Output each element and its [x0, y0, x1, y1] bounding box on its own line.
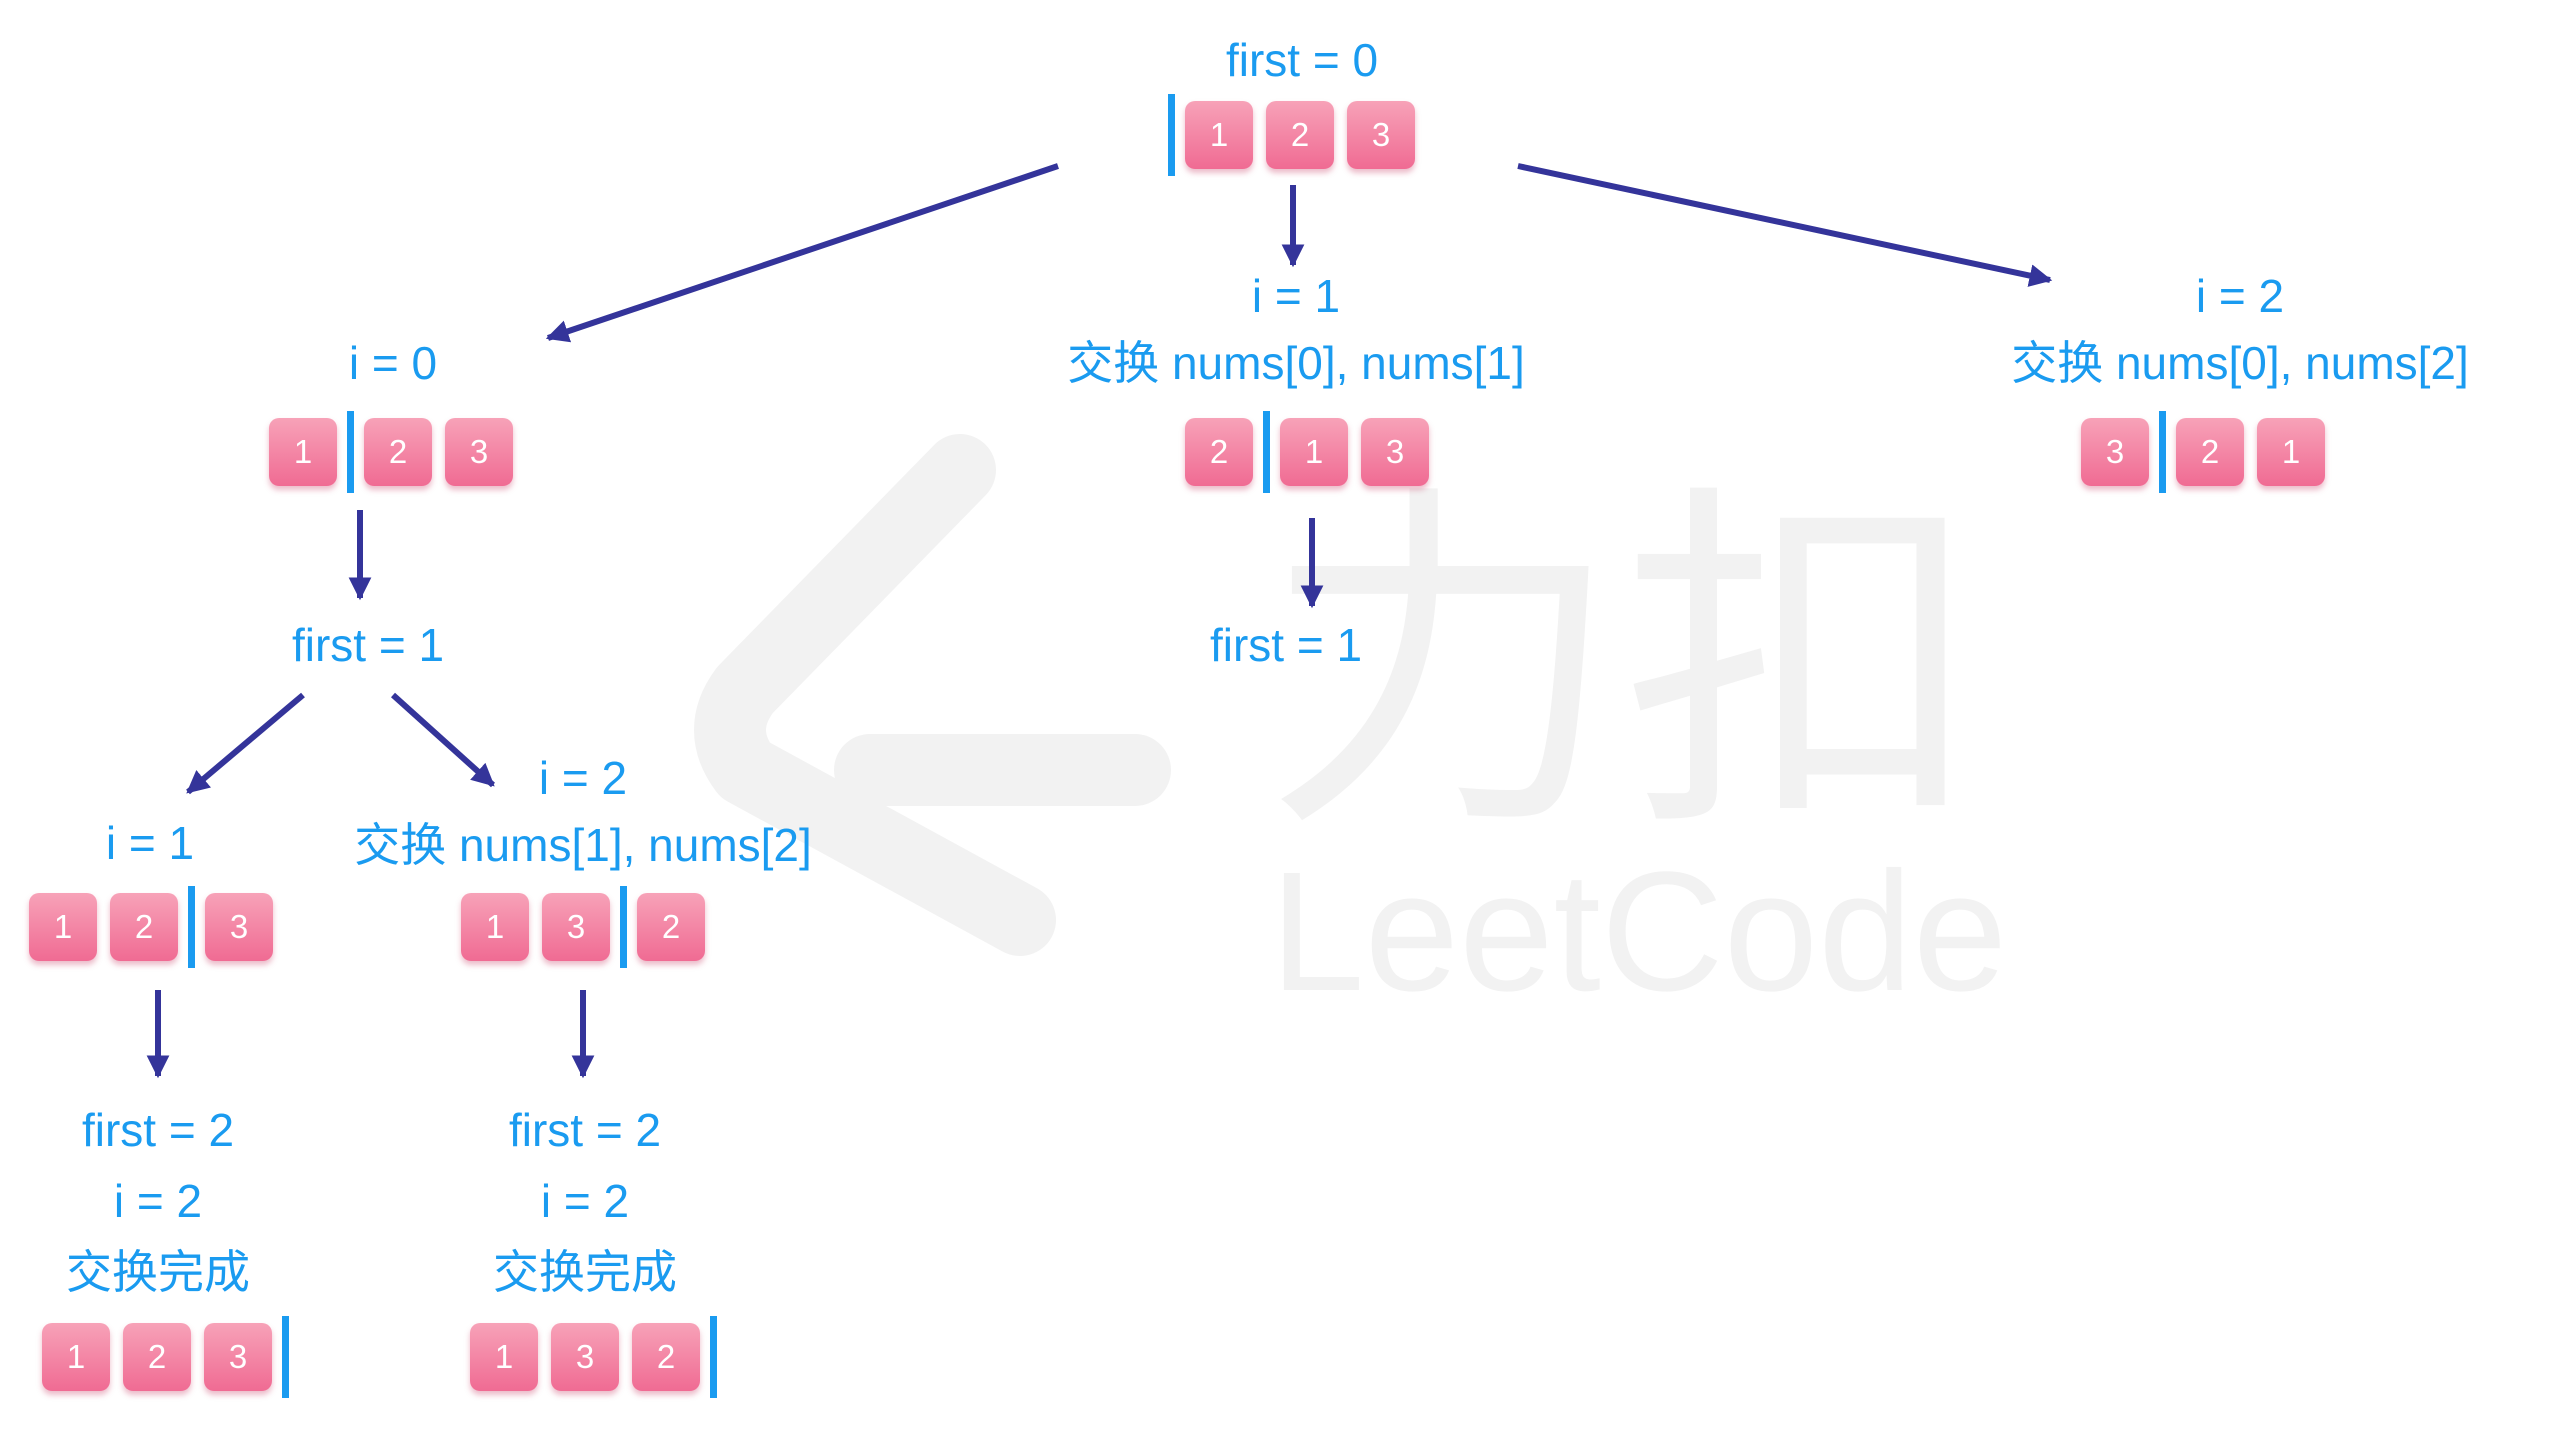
node-done-mid-label-0: first = 2	[508, 1104, 662, 1156]
node-first1-left-label-0: first = 1	[291, 619, 445, 671]
node-i1-top-label-0: i = 1	[1251, 270, 1341, 322]
node-i2-top-divider	[2159, 411, 2166, 493]
node-done-left-cell-2: 3	[204, 1323, 272, 1391]
node-root-divider	[1168, 94, 1175, 176]
node-done-left-label-0: first = 2	[81, 1104, 235, 1156]
node-i2-top-cell-0: 3	[2081, 418, 2149, 486]
arrow-first1-left-to-i1-left	[186, 692, 305, 795]
node-done-mid-divider	[710, 1316, 717, 1398]
node-done-left-divider	[282, 1316, 289, 1398]
node-done-mid-cell-1: 3	[551, 1323, 619, 1391]
arrow-root-to-i2-top	[1517, 163, 2053, 287]
node-done-mid-cell-0: 1	[470, 1323, 538, 1391]
node-i1-top-divider	[1263, 411, 1270, 493]
node-root-cell-2: 3	[1347, 101, 1415, 169]
node-done-left-label-2: 交换完成	[66, 1246, 250, 1298]
node-i2-top-cell-1: 2	[2176, 418, 2244, 486]
node-i2-top-label-1: 交换 nums[0], nums[2]	[2011, 337, 2469, 389]
node-first1-mid-label-0: first = 1	[1209, 619, 1363, 671]
node-i1-left-divider	[188, 886, 195, 968]
node-i2-top-label-0: i = 2	[2195, 270, 2285, 322]
node-root-cell-1: 2	[1266, 101, 1334, 169]
watermark-en-text: LeetCode	[1270, 837, 2007, 1027]
node-i1-top-label-1: 交换 nums[0], nums[1]	[1067, 337, 1525, 389]
node-i1-top-cell-2: 3	[1361, 418, 1429, 486]
node-i2-left-label-1: 交换 nums[1], nums[2]	[354, 819, 812, 871]
node-i2-top-cell-2: 1	[2257, 418, 2325, 486]
node-done-left-label-1: i = 2	[113, 1175, 203, 1227]
node-done-left-cell-1: 2	[123, 1323, 191, 1391]
node-i0-cell-1: 2	[364, 418, 432, 486]
watermark-cn-text: 力扣	[1262, 456, 1982, 875]
node-i0-cell-0: 1	[269, 418, 337, 486]
node-i1-left-cell-0: 1	[29, 893, 97, 961]
arrow-first1-left-to-i2-left	[390, 692, 496, 788]
node-i1-left-cell-2: 3	[205, 893, 273, 961]
node-done-mid-cell-2: 2	[632, 1323, 700, 1391]
node-root-cell-0: 1	[1185, 101, 1253, 169]
node-i2-left-cell-2: 2	[637, 893, 705, 961]
node-i2-left-divider	[620, 886, 627, 968]
node-done-mid-label-2: 交换完成	[493, 1246, 677, 1298]
leetcode-logo-icon	[694, 434, 1171, 956]
node-root-label-0: first = 0	[1225, 34, 1379, 86]
node-done-mid-label-1: i = 2	[540, 1175, 630, 1227]
node-done-left-cell-0: 1	[42, 1323, 110, 1391]
arrow-root-to-i0	[545, 163, 1059, 343]
node-i1-left-cell-1: 2	[110, 893, 178, 961]
node-i2-left-label-0: i = 2	[538, 752, 628, 804]
node-i1-top-cell-1: 1	[1280, 418, 1348, 486]
node-i0-label-0: i = 0	[348, 337, 438, 389]
node-i1-left-label-0: i = 1	[105, 817, 195, 869]
node-i0-divider	[347, 411, 354, 493]
node-i1-top-cell-0: 2	[1185, 418, 1253, 486]
node-i0-cell-2: 3	[445, 418, 513, 486]
node-i2-left-cell-0: 1	[461, 893, 529, 961]
node-i2-left-cell-1: 3	[542, 893, 610, 961]
